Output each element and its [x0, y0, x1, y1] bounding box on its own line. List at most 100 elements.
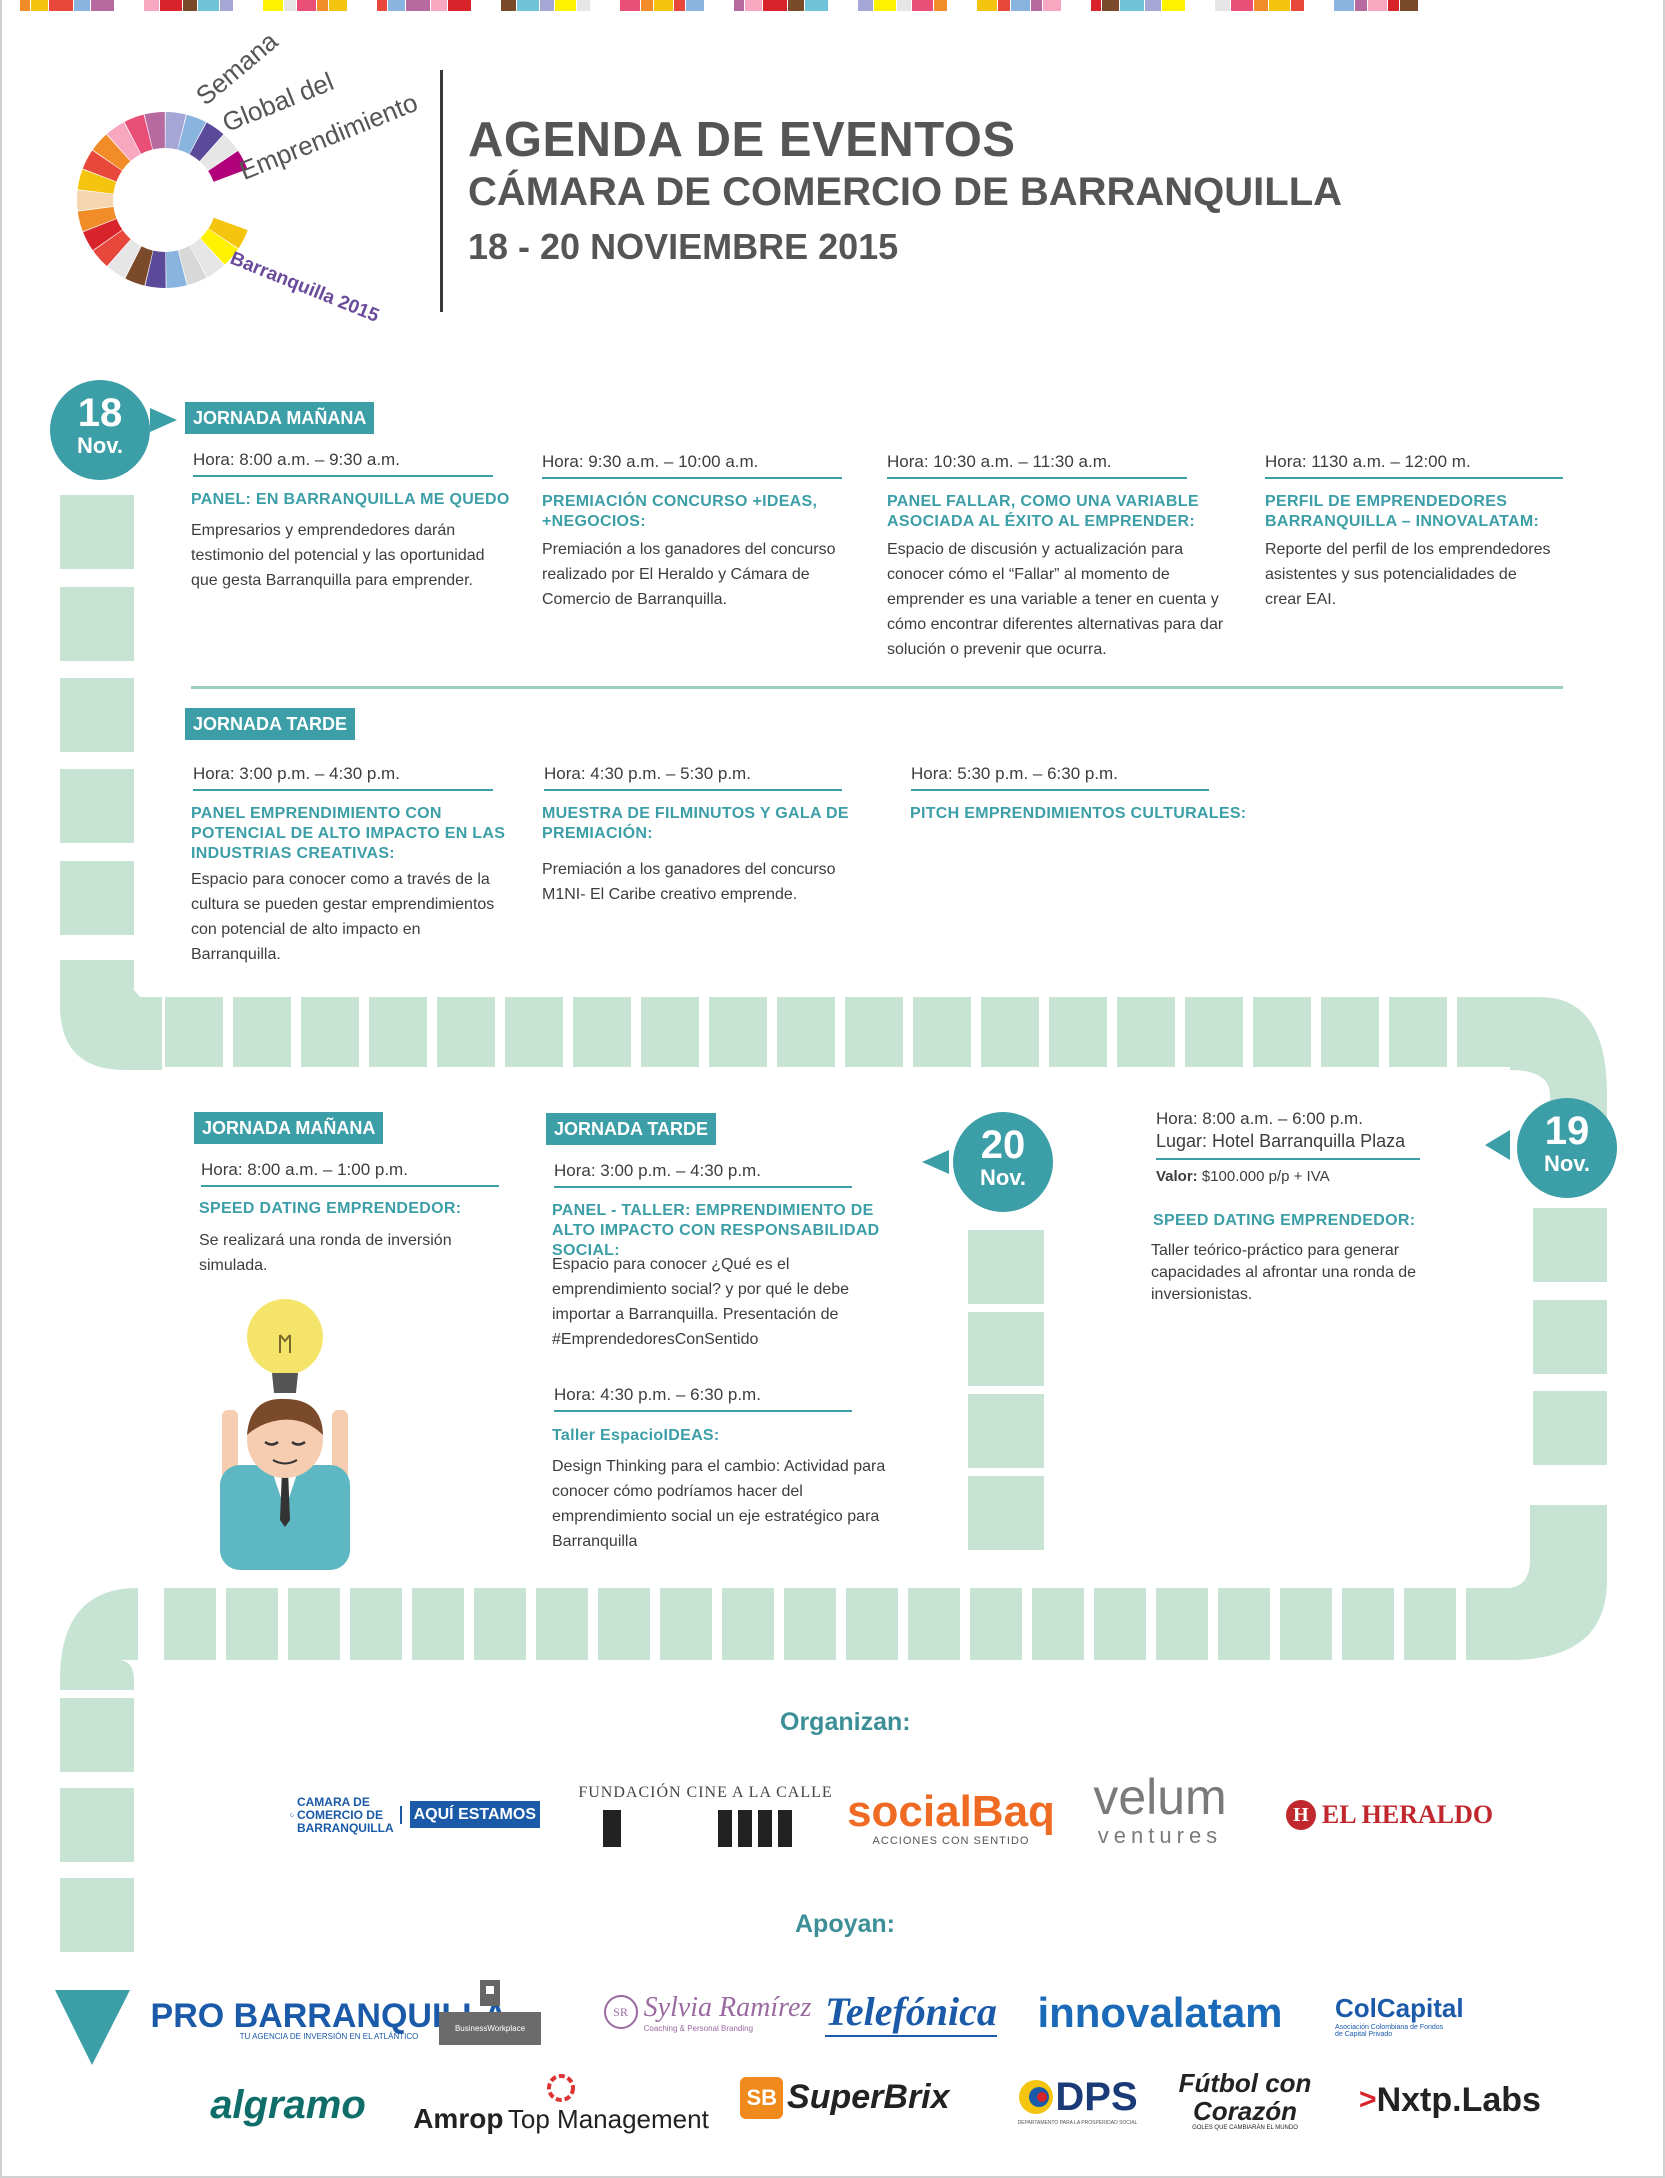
logo-ring-segment — [208, 217, 248, 249]
arrow-19-icon — [1485, 1130, 1510, 1160]
color-strip-segment — [1355, 0, 1367, 11]
velum-text: velum — [1093, 1769, 1227, 1825]
board-cell — [573, 997, 631, 1067]
board-cell — [777, 997, 835, 1067]
superbrix-text: SuperBrix — [787, 2078, 950, 2116]
header-divider — [440, 70, 443, 312]
top-color-bar — [0, 0, 1665, 14]
logo-velum: velum ventures — [1080, 1770, 1240, 1850]
color-strip-segment — [517, 0, 539, 11]
color-strip-segment — [74, 0, 90, 11]
dps-text: DPS — [1055, 2074, 1138, 2119]
board-cell — [908, 1588, 960, 1660]
color-strip-segment — [654, 0, 673, 11]
color-strip-segment — [91, 0, 114, 11]
color-strip-segment — [858, 0, 873, 11]
page-subtitle: CÁMARA DE COMERCIO DE BARRANQUILLA — [468, 170, 1343, 214]
amrop-text: Amrop — [413, 2103, 504, 2134]
event-title-18-7: PITCH EMPRENDIMIENTOS CULTURALES: — [910, 805, 1247, 822]
colcapital-tag: Asociación Colombiana de Fondos de Capit… — [1335, 2024, 1444, 2038]
board-cell — [846, 1588, 898, 1660]
color-strip-segment — [620, 0, 640, 11]
board-curve-bottom-right — [1510, 1505, 1607, 1660]
board-cell — [1321, 997, 1379, 1067]
color-strip-segment — [977, 0, 997, 11]
board-cell — [474, 1588, 526, 1660]
camara-logo-icon — [290, 1813, 294, 1817]
color-strip-segment — [501, 0, 516, 11]
color-strip-segment — [897, 0, 911, 11]
board-cell — [1156, 1588, 1208, 1660]
hora-20-1: Hora: 8:00 a.m. – 1:00 p.m. — [201, 1160, 499, 1187]
logo-cine-a-la-calle: FUNDACIÓN CINE A LA CALLE — [578, 1778, 832, 1853]
hora-18-1: Hora: 8:00 a.m. – 9:30 a.m. — [193, 450, 493, 477]
futbol-text: Fútbol con Corazón — [1178, 2068, 1312, 2126]
logo-ring-segment — [177, 114, 206, 154]
camara-logo-text: CAMARA DE COMERCIO DE BARRANQUILLA — [296, 1794, 394, 1835]
board-cell — [970, 1588, 1022, 1660]
logo-ring-icon — [77, 112, 248, 288]
logo-futbol-con-corazon: Fútbol con Corazón GOLES QUE CAMBIARÁN E… — [1165, 2060, 1325, 2140]
dps-tag: DEPARTAMENTO PARA LA PROSPERIDAD SOCIAL — [1017, 2119, 1138, 2126]
board-curve-top-left — [60, 960, 162, 1070]
board-cell — [164, 1588, 216, 1660]
board-cell — [722, 1588, 774, 1660]
board-cell — [968, 1476, 1044, 1550]
day18-separator — [191, 686, 1563, 689]
event-desc-18-2: Premiación a los ganadores del concurso … — [542, 541, 836, 608]
board-cell — [60, 1878, 134, 1952]
amrop-tag: Top Management — [507, 2104, 709, 2134]
logo-ring-segment — [77, 190, 114, 211]
page-dates: 18 - 20 NOVIEMBRE 2015 — [468, 226, 899, 267]
logo-nxtp-labs: > Nxtp.Labs — [1359, 2080, 1541, 2119]
logo-el-heraldo: H EL HERALDO — [1272, 1795, 1507, 1835]
board-cell — [226, 1588, 278, 1660]
day18-afternoon-label: JORNADA TARDE — [185, 708, 356, 740]
heraldo-text: EL HERALDO — [1321, 1800, 1494, 1829]
event-title-18-6: MUESTRA DE FILMINUTOS Y GALA DE PREMIACI… — [542, 805, 849, 842]
board-cell — [437, 997, 495, 1067]
event-title-19-1: SPEED DATING EMPRENDEDOR: — [1153, 1212, 1416, 1229]
board-cell — [412, 1588, 464, 1660]
board-cell — [598, 1588, 650, 1660]
board-cell — [536, 1588, 588, 1660]
color-strip-segment — [1388, 0, 1399, 11]
day-18-number: 18 — [77, 391, 123, 435]
color-strip-segment — [1162, 0, 1185, 11]
logo-amrop: Amrop Top Management — [413, 2064, 709, 2144]
color-strip-segment — [284, 0, 296, 11]
logo-sylvia-ramirez: SR Sylvia Ramírez Coaching & Personal Br… — [600, 1982, 815, 2042]
page-title: AGENDA DE EVENTOS — [468, 113, 1016, 167]
board-cell — [709, 997, 767, 1067]
cine-silhouettes-icon — [603, 1810, 792, 1847]
event-desc-18-3: Espacio de discusión y actualización par… — [887, 541, 1224, 658]
board-cell — [1049, 997, 1107, 1067]
hora-18-4: Hora: 1130 a.m. – 12:00 m. — [1265, 452, 1563, 479]
telefonica-text: Telefónica — [825, 1988, 997, 2037]
event-desc-19-1: Taller teórico-práctico para generar cap… — [1151, 1242, 1417, 1303]
color-strip-segment — [763, 0, 787, 11]
logo-dps: DPS DEPARTAMENTO PARA LA PROSPERIDAD SOC… — [1010, 2070, 1145, 2130]
color-strip-segment — [160, 0, 182, 11]
logo-telefonica: Telefónica — [820, 1982, 1002, 2042]
color-strip-segment — [874, 0, 896, 11]
color-strip-segment — [540, 0, 554, 11]
color-strip-segment — [734, 0, 744, 11]
aqui-estamos-text: AQUÍ ESTAMOS — [409, 1801, 540, 1828]
hora-18-3: Hora: 10:30 a.m. – 11:30 a.m. — [887, 452, 1187, 479]
logo-ring-segment — [125, 246, 153, 286]
logo-ring-segment — [190, 238, 225, 278]
board-cell — [913, 997, 971, 1067]
day18-morning-label: JORNADA MAÑANA — [185, 402, 375, 434]
color-strip-segment — [1120, 0, 1144, 11]
color-strip-segment — [183, 0, 197, 11]
color-strip-segment — [1102, 0, 1119, 11]
color-strip-segment — [406, 0, 430, 11]
color-strip-segment — [674, 0, 685, 11]
board-cell — [968, 1394, 1044, 1468]
day-20-number: 20 — [980, 1123, 1026, 1167]
heraldo-mark-icon: H — [1285, 1800, 1316, 1830]
board-cell — [784, 1588, 836, 1660]
color-strip-segment — [1368, 0, 1387, 11]
